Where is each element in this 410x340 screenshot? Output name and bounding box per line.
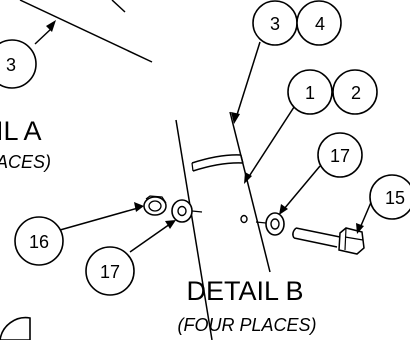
leader-17-bottom bbox=[129, 223, 171, 253]
washer-17-right bbox=[265, 212, 285, 236]
hardware-right bbox=[240, 212, 365, 255]
balloon-17-bottom-label: 17 bbox=[100, 262, 120, 282]
balloon-3-detail-a bbox=[0, 39, 37, 89]
bolt-15-shank-top bbox=[295, 227, 341, 238]
bolt-15-head bbox=[338, 227, 365, 255]
balloon-17-top-label: 17 bbox=[330, 146, 350, 166]
tube-assembly bbox=[175, 111, 271, 340]
tube-band-top bbox=[191, 154, 242, 164]
balloon-3-detail-a-label: 3 bbox=[6, 55, 16, 75]
detail-a-edge-line-2 bbox=[111, 0, 126, 13]
balloon-17-bottom bbox=[85, 246, 135, 296]
bolt-15-shank-bottom bbox=[293, 237, 338, 248]
leader-15 bbox=[359, 199, 373, 229]
balloon-partial-bottom-left bbox=[0, 316, 31, 340]
balloon-15 bbox=[369, 174, 410, 220]
balloon-2-label: 2 bbox=[351, 83, 361, 103]
detail-a-subtitle: ACES) bbox=[0, 152, 51, 172]
leader-3-4 bbox=[235, 41, 261, 119]
leader-16 bbox=[59, 207, 139, 231]
balloon-1-label: 1 bbox=[305, 83, 315, 103]
detail-a-edge-line bbox=[19, 0, 153, 63]
detail-a-leader bbox=[34, 27, 53, 45]
hardware-left bbox=[143, 195, 203, 223]
leader-lines bbox=[59, 41, 373, 253]
washer-17-left bbox=[171, 199, 193, 223]
balloon-3-label: 3 bbox=[270, 14, 280, 34]
nut-16 bbox=[143, 196, 167, 216]
balloon-2 bbox=[332, 69, 378, 115]
balloon-4-label: 4 bbox=[315, 14, 325, 34]
balloon-16 bbox=[14, 216, 64, 266]
tube-left-edge bbox=[175, 119, 213, 340]
balloon-1 bbox=[287, 69, 333, 115]
detail-a-fragment: 3 IL A ACES) bbox=[0, 0, 153, 172]
balloon-15-label: 15 bbox=[385, 188, 405, 208]
leader-1-2 bbox=[247, 103, 297, 179]
tube-right-edge bbox=[229, 111, 271, 273]
detail-a-arrowhead bbox=[46, 20, 56, 32]
balloon-4 bbox=[296, 0, 342, 46]
detail-b-subtitle: (FOUR PLACES) bbox=[177, 315, 316, 335]
detail-a-title: IL A bbox=[0, 116, 42, 146]
leader-17-top bbox=[283, 165, 321, 210]
balloon-16-label: 16 bbox=[29, 232, 49, 252]
tube-hole bbox=[240, 214, 248, 224]
tube-band-bottom bbox=[192, 162, 244, 172]
balloon-17-top bbox=[317, 132, 363, 178]
detail-b-title: DETAIL B bbox=[186, 276, 303, 306]
